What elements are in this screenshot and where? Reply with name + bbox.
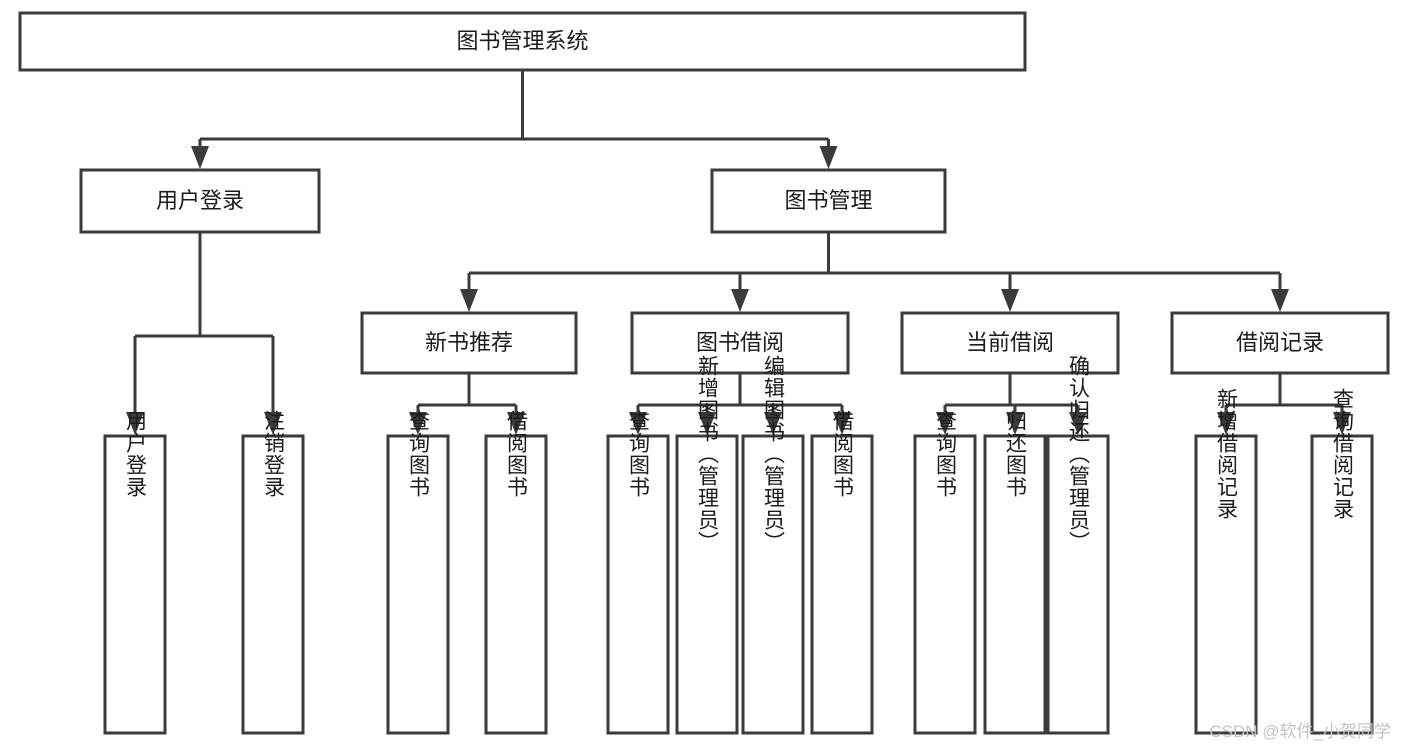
node-borrow-record[interactable]: 借阅记录 [1170,311,1390,375]
node-leaf-query-book-1-box[interactable] [386,434,450,735]
node-leaf-confirm-return[interactable]: 确认归还（管理员） [1046,355,1110,735]
node-new-book-recommend-box[interactable] [360,311,578,375]
edge-manage-to-level3 [460,232,1289,312]
node-leaf-add-book-label: 新增图书（管理员） [696,355,720,553]
edge-login-to-leaves [126,232,282,435]
node-leaf-add-record-box[interactable] [1194,434,1258,735]
node-leaf-borrow-book-2-box[interactable] [810,434,874,735]
node-leaf-query-book-3-label: 查询图书 [934,410,958,498]
node-leaf-logout-login-box[interactable] [241,434,305,735]
node-leaf-query-book-2-label: 查询图书 [627,410,651,498]
node-leaf-add-record-label: 新增借阅记录 [1215,388,1239,520]
node-new-book-recommend-label: 新书推荐 [425,330,513,355]
node-current-borrow-label: 当前借阅 [966,330,1054,355]
node-leaf-logout-login-label: 注销登录 [262,410,286,498]
node-leaf-query-book-1[interactable]: 查询图书 [386,410,450,735]
node-leaf-user-login-label: 用户登录 [124,410,148,498]
node-leaf-query-book-2[interactable]: 查询图书 [606,410,670,735]
node-leaf-query-book-3[interactable]: 查询图书 [913,410,977,735]
node-current-borrow-box[interactable] [900,311,1120,375]
node-book-borrow-label: 图书借阅 [696,330,784,355]
node-borrow-record-box[interactable] [1170,311,1390,375]
node-leaf-user-login-box[interactable] [103,434,167,735]
edge-current-to-leaves [936,373,1087,435]
node-leaf-return-book-box[interactable] [983,434,1047,735]
node-leaf-borrow-book-2[interactable]: 借阅图书 [810,410,874,735]
node-leaf-return-book-label: 归还图书 [1004,410,1028,498]
node-book-manage-box[interactable] [710,168,947,234]
node-leaf-edit-book-box[interactable] [741,434,805,735]
node-leaf-query-record-box[interactable] [1310,434,1374,735]
node-leaf-edit-book[interactable]: 编辑图书（管理员） [741,355,805,735]
node-leaf-query-record-label: 查询借阅记录 [1331,388,1355,520]
node-book-borrow-box[interactable] [630,311,850,375]
node-leaf-borrow-book-1[interactable]: 借阅图书 [484,410,548,735]
node-user-login-label: 用户登录 [156,188,244,213]
node-leaf-borrow-book-2-label: 借阅图书 [831,410,855,498]
node-root-label: 图书管理系统 [456,28,588,53]
node-leaf-query-book-2-box[interactable] [606,434,670,735]
node-leaf-query-book-3-box[interactable] [913,434,977,735]
node-leaf-logout-login[interactable]: 注销登录 [241,410,305,735]
node-new-book-recommend[interactable]: 新书推荐 [360,311,578,375]
node-leaf-borrow-book-1-label: 借阅图书 [505,410,529,498]
node-root[interactable]: 图书管理系统 [18,11,1027,72]
node-leaf-borrow-book-1-box[interactable] [484,434,548,735]
watermark-csdn: CSDN @软件_小贺同学 [1209,722,1391,741]
node-current-borrow[interactable]: 当前借阅 [900,311,1120,375]
edge-recommend-to-leaves [409,373,525,435]
node-leaf-add-book[interactable]: 新增图书（管理员） [675,355,739,735]
node-leaf-confirm-return-label: 确认归还（管理员） [1067,355,1091,553]
edge-borrow-to-leaves [629,373,851,435]
node-leaf-user-login[interactable]: 用户登录 [103,410,167,735]
node-leaf-edit-book-label: 编辑图书（管理员） [762,355,786,553]
node-book-borrow[interactable]: 图书借阅 [630,311,850,375]
node-leaf-return-book[interactable]: 归还图书 [983,410,1047,735]
node-leaf-query-record[interactable]: 查询借阅记录 [1310,388,1374,735]
node-leaf-add-record[interactable]: 新增借阅记录 [1194,388,1258,735]
node-user-login-box[interactable] [79,168,321,234]
node-root-box[interactable] [18,11,1027,72]
node-book-manage[interactable]: 图书管理 [710,168,947,234]
edge-root-to-level2 [191,70,838,169]
edge-record-to-leaves [1217,373,1351,435]
node-leaf-query-book-1-label: 查询图书 [407,410,431,498]
node-leaf-confirm-return-box[interactable] [1046,434,1110,735]
node-leaf-add-book-box[interactable] [675,434,739,735]
edge-layer [126,70,1351,435]
node-borrow-record-label: 借阅记录 [1236,330,1324,355]
node-user-login[interactable]: 用户登录 [79,168,321,234]
node-book-manage-label: 图书管理 [784,188,872,213]
